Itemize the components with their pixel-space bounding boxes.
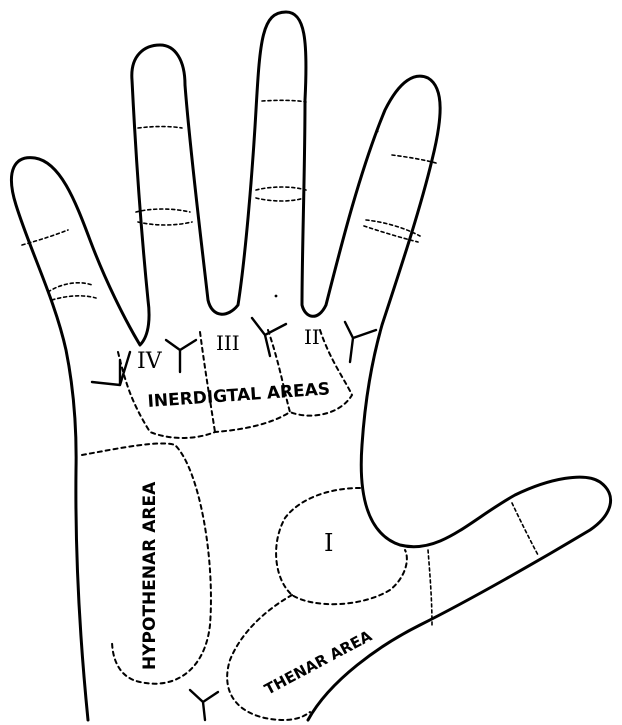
middle-finger-crease-3 — [256, 198, 304, 201]
hypothenar-area-label: HYPOTHENAR AREA — [140, 481, 160, 670]
thumb-crease-1 — [512, 503, 538, 555]
numeral-ii: II — [304, 325, 320, 349]
interdigital-area-boundary-ii — [290, 330, 352, 416]
ring-finger-crease-1 — [138, 127, 182, 129]
thenar-area-boundary — [227, 595, 310, 720]
numeral-iv: IV — [137, 349, 163, 374]
triradius-b — [252, 318, 286, 356]
speck-mark — [375, 129, 378, 132]
triradius-a — [345, 322, 376, 362]
interdigital-areas-label: INERDIGTAL AREAS — [147, 379, 331, 412]
little-finger-crease-2 — [48, 283, 92, 292]
interdigital-area-boundary-iii-left — [200, 332, 215, 432]
triradius-t — [190, 690, 218, 720]
middle-finger-crease-1 — [262, 100, 306, 102]
middle-finger-crease-2 — [256, 187, 306, 190]
thumb-crease-2 — [428, 550, 432, 625]
thenar-i-area-boundary — [276, 488, 407, 604]
speck-mark — [275, 295, 278, 298]
index-finger-crease-1 — [392, 155, 436, 163]
numeral-iii: III — [216, 331, 240, 355]
triradius-c — [166, 340, 196, 372]
ring-finger-crease-2 — [136, 209, 190, 212]
numeral-i: I — [324, 529, 333, 557]
little-finger-crease-3 — [52, 296, 96, 300]
hand-outline — [11, 12, 610, 720]
triradius-d — [92, 352, 130, 385]
ring-finger-crease-3 — [138, 222, 192, 225]
